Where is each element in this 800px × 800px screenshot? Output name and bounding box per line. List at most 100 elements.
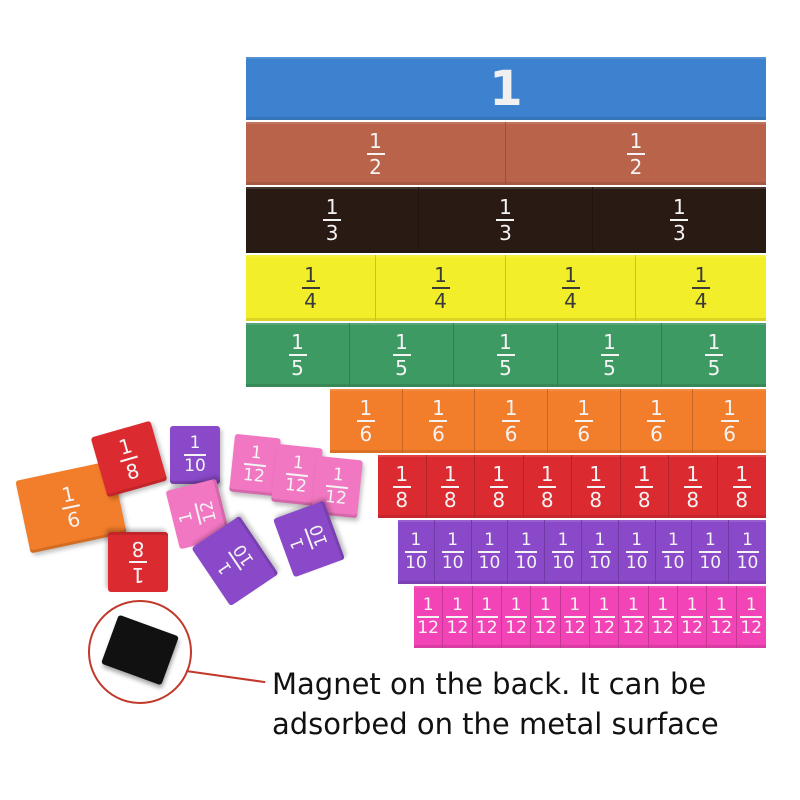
fraction-bar-line: [574, 420, 593, 422]
denominator: 3: [499, 221, 512, 245]
denominator: 12: [651, 618, 674, 638]
numerator: 1: [452, 595, 463, 615]
numerator: 1: [492, 461, 506, 486]
numerator: 1: [369, 128, 382, 153]
magnet-callout: [88, 600, 192, 704]
numerator: 1: [631, 530, 643, 550]
denominator: 8: [589, 487, 603, 512]
numerator: 1: [325, 195, 339, 219]
numerator: 1: [735, 461, 749, 486]
fraction-bar-line: [288, 354, 307, 356]
fraction-bar-line: [635, 485, 654, 488]
numerator: 1: [131, 563, 145, 587]
denominator: 6: [504, 422, 518, 446]
denominator: 8: [395, 487, 409, 512]
numerator: 1: [742, 530, 753, 550]
callout-leader-line: [185, 670, 266, 684]
denominator: 12: [242, 464, 266, 488]
fraction-bar-line: [505, 616, 528, 618]
fraction-bar-line: [561, 287, 580, 289]
fraction-bar-line: [538, 485, 557, 488]
denominator: 5: [291, 356, 304, 380]
fraction-bar-line: [441, 485, 460, 488]
denominator: 8: [123, 458, 143, 485]
fraction-bar-line: [600, 354, 619, 356]
numerator: 1: [432, 396, 445, 420]
numerator: 1: [707, 330, 721, 354]
tile-whole: 1: [246, 57, 766, 120]
denominator: 10: [736, 553, 759, 573]
fraction-bar-line: [417, 616, 440, 618]
denominator: 10: [478, 553, 501, 573]
denominator: 10: [625, 553, 648, 573]
denominator: 2: [369, 154, 382, 179]
fraction-bar-line: [625, 551, 648, 553]
fraction-bar-line: [670, 219, 689, 221]
numerator: 1: [628, 595, 639, 615]
fraction-bar-line: [705, 354, 723, 356]
numerator: 1: [410, 530, 422, 550]
numerator: 1: [577, 396, 591, 420]
row-whole: 1: [246, 57, 766, 120]
fraction-bar-line: [534, 616, 557, 618]
numerator: 1: [189, 433, 201, 453]
fraction-bar-line: [586, 485, 605, 488]
fraction-bar-line: [496, 354, 515, 356]
numerator: 1: [589, 461, 603, 486]
numerator: 1: [481, 595, 493, 615]
fraction-bar-line: [301, 287, 320, 289]
denominator: 12: [622, 618, 645, 638]
fraction-bar-line: [184, 454, 206, 456]
numerator: 1: [629, 128, 643, 153]
numerator: 1: [716, 595, 727, 615]
fraction-bar-line: [356, 420, 375, 422]
denominator: 4: [434, 289, 447, 313]
fraction-bar-line: [502, 420, 521, 422]
fraction-bar-line: [552, 551, 575, 553]
denominator: 10: [184, 456, 206, 476]
